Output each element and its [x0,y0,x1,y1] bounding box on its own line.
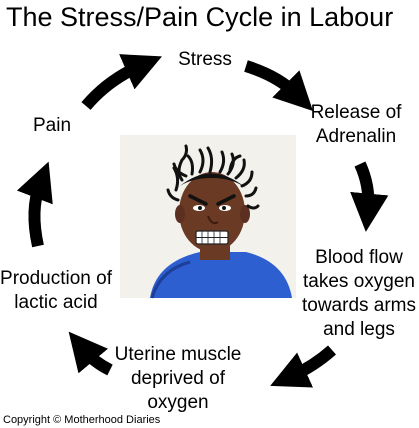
arrow-uterine-to-lactic [68,331,113,376]
arrow-bloodflow-to-uterine [270,345,336,388]
arrow-pain-to-stress [81,54,162,110]
stage-uterine: Uterine muscle deprived of oxygen [114,344,242,413]
stage-pain: Pain [32,115,72,136]
stressed-face-illustration [120,135,296,299]
copyright-notice: Copyright © Motherhood Diaries [3,414,161,426]
stage-stress: Stress [178,49,232,70]
diagram-title: The Stress/Pain Cycle in Labour [6,2,394,32]
stage-blood-flow: Blood flow takes oxygen towards arms and… [301,247,417,340]
stage-lactic: Production of lactic acid [0,268,112,313]
stage-adrenalin: Release of Adrenalin [310,102,402,147]
arrow-adrenalin-to-bloodflow [350,161,389,232]
arrow-stress-to-adrenalin [244,60,313,111]
arrow-lactic-to-pain [16,161,53,248]
